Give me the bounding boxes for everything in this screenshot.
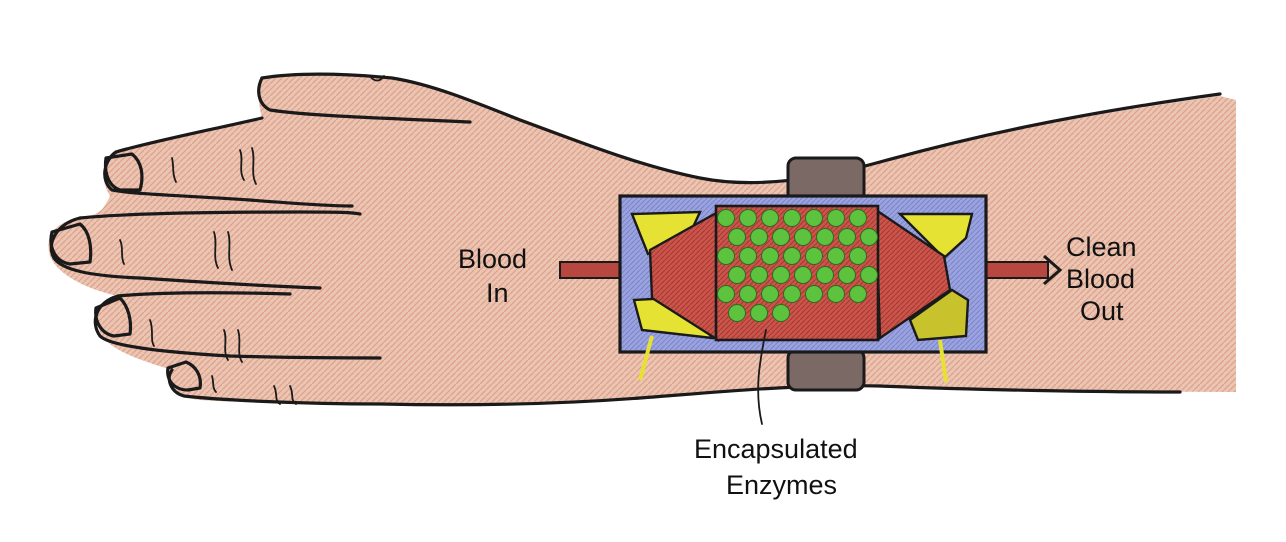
enzyme-bead bbox=[784, 248, 801, 265]
enzyme-bead bbox=[773, 305, 790, 322]
enzyme-bead bbox=[806, 210, 823, 227]
enzyme-bead bbox=[718, 210, 735, 227]
label-clean-line1: Clean bbox=[1066, 232, 1137, 262]
enzyme-bead bbox=[850, 210, 867, 227]
enzyme-bead bbox=[817, 229, 834, 246]
enzyme-bead bbox=[806, 286, 823, 303]
enzyme-bead bbox=[773, 267, 790, 284]
enzyme-bead bbox=[795, 267, 812, 284]
enzyme-bead bbox=[806, 248, 823, 265]
enzyme-bead bbox=[718, 248, 735, 265]
enzyme-bead bbox=[729, 229, 746, 246]
enzyme-bead bbox=[861, 229, 878, 246]
enzyme-bead bbox=[751, 267, 768, 284]
enzyme-bead bbox=[751, 305, 768, 322]
enzyme-bead bbox=[784, 286, 801, 303]
enzyme-bead bbox=[718, 286, 735, 303]
enzyme-bead bbox=[740, 248, 757, 265]
enzyme-bead bbox=[828, 248, 845, 265]
blood-in-tube bbox=[560, 262, 622, 278]
label-clean-line2: Blood bbox=[1066, 264, 1135, 294]
label-blood-in-line1: Blood bbox=[458, 244, 527, 274]
label-enzymes-line2: Enzymes bbox=[726, 470, 837, 500]
dialysis-device bbox=[620, 196, 986, 352]
enzyme-bead bbox=[762, 286, 779, 303]
label-clean-line3: Out bbox=[1080, 296, 1124, 326]
enzyme-bead bbox=[817, 267, 834, 284]
enzyme-bead bbox=[740, 210, 757, 227]
enzyme-bead bbox=[740, 286, 757, 303]
label-blood-in-line2: In bbox=[486, 278, 509, 308]
enzyme-bead bbox=[839, 267, 856, 284]
enzyme-bead bbox=[850, 248, 867, 265]
label-enzymes-line1: Encapsulated bbox=[694, 434, 858, 464]
enzyme-bead bbox=[828, 210, 845, 227]
enzyme-bead bbox=[861, 267, 878, 284]
enzyme-bead bbox=[784, 210, 801, 227]
enzyme-bead bbox=[850, 286, 867, 303]
enzyme-bead bbox=[751, 229, 768, 246]
enzyme-bead bbox=[729, 267, 746, 284]
enzyme-bead bbox=[762, 248, 779, 265]
enzyme-bead bbox=[828, 286, 845, 303]
enzyme-bead bbox=[839, 229, 856, 246]
enzyme-bead bbox=[762, 210, 779, 227]
enzyme-bead bbox=[795, 229, 812, 246]
enzyme-bead bbox=[773, 229, 790, 246]
enzyme-bead bbox=[729, 305, 746, 322]
